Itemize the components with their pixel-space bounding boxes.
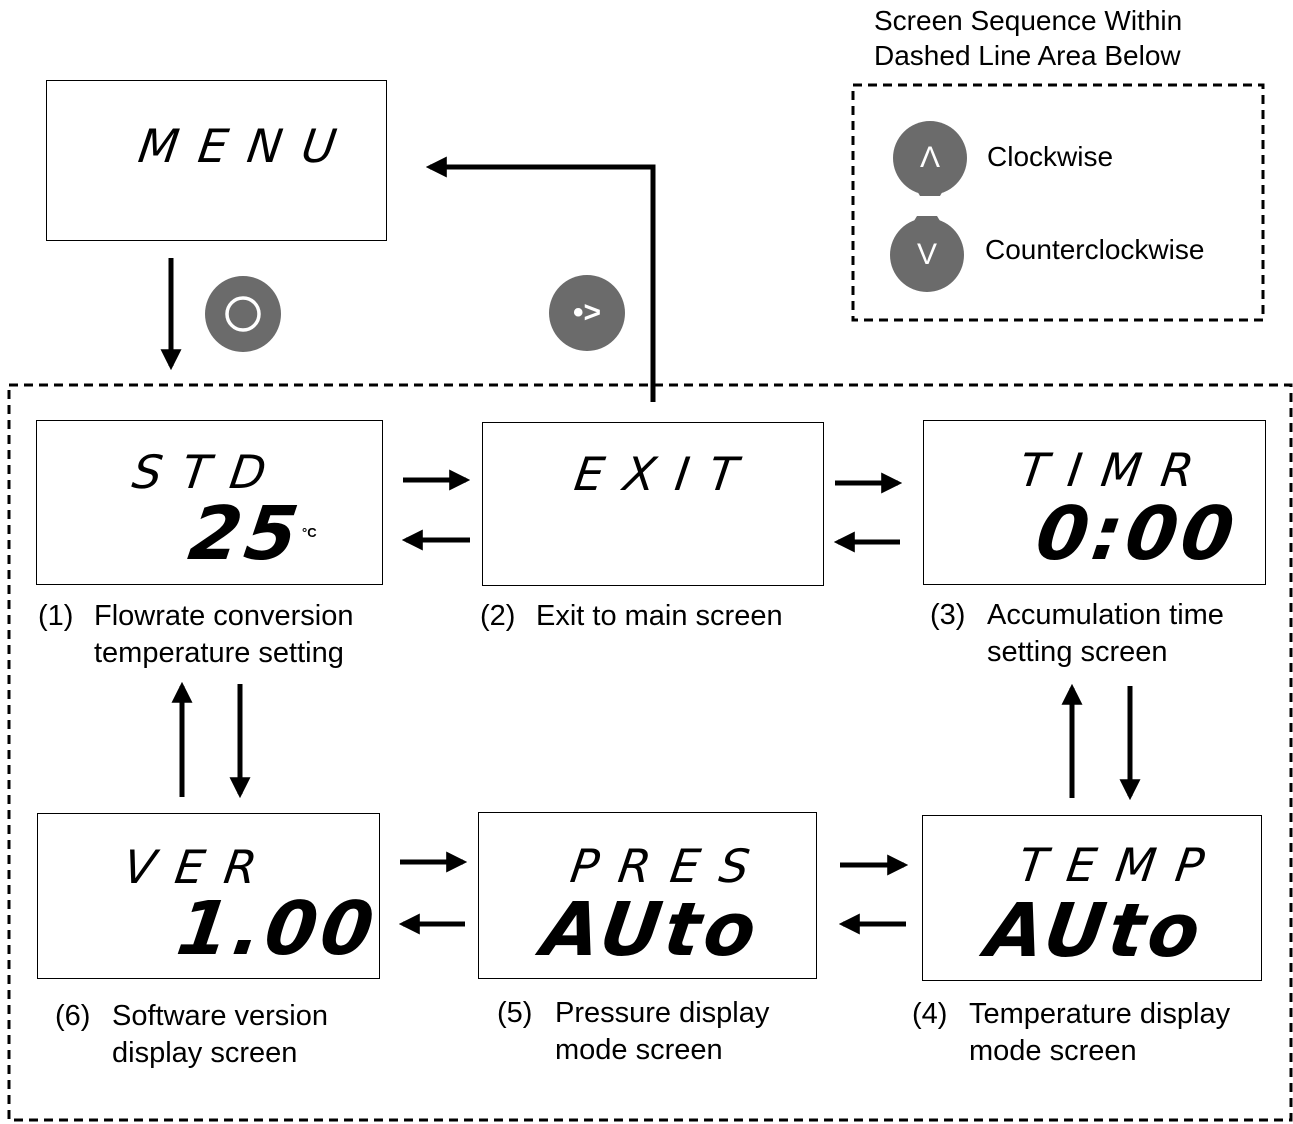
screen-5-caption-line1: Pressure display — [555, 997, 770, 1029]
screen-5-number: (5) — [497, 997, 533, 1029]
screen-1-unit: °C — [302, 525, 317, 540]
screen-4-value: AUto — [980, 888, 1210, 974]
screen-1-caption: (1) Flowrate conversion temperature setti… — [38, 598, 354, 672]
screen-4-caption-line1: Temperature display — [969, 998, 1231, 1030]
screen-1-caption-line2: temperature setting — [94, 637, 344, 669]
screen-5-pressure-display: PRES AUto — [478, 812, 817, 979]
screen-6-caption: (6) Software version display screen — [55, 998, 328, 1072]
caret-down-icon: V — [916, 238, 937, 271]
screen-4-top-text: TEMP — [1015, 838, 1228, 892]
screen-4-number: (4) — [912, 998, 948, 1030]
screen-2-exit: EXIT — [482, 422, 824, 586]
screen-3-top-text: TIMR — [1016, 443, 1218, 497]
screen-1-value: 25 — [183, 491, 308, 577]
legend-up-button-shape — [893, 121, 967, 196]
caret-up-icon: Λ — [919, 141, 941, 174]
screen-2-top-text: EXIT — [571, 447, 762, 501]
screen-1-caption-line1: Flowrate conversion — [94, 600, 354, 632]
screen-2-caption-line1: Exit to main screen — [536, 600, 783, 632]
screen-3-number: (3) — [930, 599, 966, 631]
screen-3-caption-line1: Accumulation time — [987, 599, 1224, 631]
screen-1-top-text: STD — [129, 445, 290, 499]
screen-2-number: (2) — [480, 600, 516, 632]
legend-title-line2: Dashed Line Area Below — [874, 40, 1181, 71]
menu-screen: MENU — [46, 80, 387, 241]
legend-down-button-shape — [890, 216, 964, 292]
screen-6-number: (6) — [55, 1000, 91, 1032]
screen-3-caption: (3) Accumulation time setting screen — [930, 597, 1224, 671]
dot-arrow-button-icon: •> — [572, 296, 602, 329]
screen-3-accumulation-time: TIMR 0:00 — [923, 420, 1266, 585]
screen-3-value: 0:00 — [1030, 491, 1244, 577]
screen-1-number: (1) — [38, 600, 74, 632]
legend-dashed-box — [851, 83, 1265, 322]
legend-clockwise-label: Clockwise — [987, 141, 1114, 172]
screen-5-top-text: PRES — [567, 839, 773, 893]
screen-6-software-version: VER 1.00 — [37, 813, 383, 979]
arrow-exit-to-menu — [425, 156, 656, 402]
menu-display-text: MENU — [135, 119, 360, 173]
screen-3-caption-line2: setting screen — [987, 636, 1168, 668]
screen-2-caption: (2) Exit to main screen — [480, 598, 783, 635]
screen-1-flowrate-temp: STD 25 °C — [36, 420, 383, 585]
screen-4-caption: (4) Temperature display mode screen — [912, 996, 1230, 1070]
screen-5-value: AUto — [536, 887, 766, 973]
screen-6-value: 1.00 — [171, 886, 383, 972]
screen-4-temperature-display: TEMP AUto — [922, 815, 1262, 981]
screen-6-top-text: VER — [120, 840, 281, 894]
legend-title-line1: Screen Sequence Within — [874, 5, 1183, 36]
screen-6-caption-line2: display screen — [112, 1037, 298, 1069]
screen-6-caption-line1: Software version — [112, 1000, 328, 1032]
circle-button-icon — [205, 276, 281, 352]
screen-4-caption-line2: mode screen — [969, 1035, 1137, 1067]
sequence-dashed-area — [7, 383, 1293, 1122]
screen-5-caption: (5) Pressure display mode screen — [497, 995, 769, 1069]
legend-counterclockwise-label: Counterclockwise — [985, 234, 1205, 265]
screen-5-caption-line2: mode screen — [555, 1034, 723, 1066]
